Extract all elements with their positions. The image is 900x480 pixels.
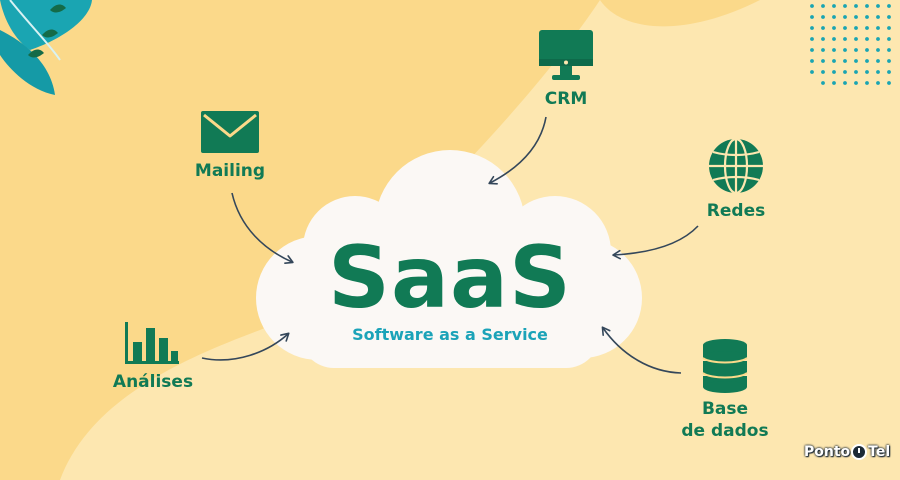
base-label-line2: de dados	[681, 421, 769, 441]
decor-dot	[832, 26, 836, 30]
decor-dot	[821, 70, 825, 74]
decor-dot	[887, 70, 891, 74]
decor-dot	[821, 59, 825, 63]
envelope-icon	[201, 111, 259, 153]
crm-label: CRM	[544, 89, 588, 109]
decor-dot	[887, 26, 891, 30]
decor-dot	[843, 59, 847, 63]
decor-dot	[887, 81, 891, 85]
decor-dot	[810, 26, 814, 30]
decor-dot	[887, 15, 891, 19]
decor-dot	[854, 15, 858, 19]
decor-dot	[876, 59, 880, 63]
redes-label: Redes	[706, 201, 766, 221]
decor-dot	[854, 59, 858, 63]
dot-grid-decoration	[810, 4, 891, 85]
decor-dot	[887, 59, 891, 63]
base-label-line1: Base	[701, 399, 749, 419]
decor-dot	[821, 37, 825, 41]
decor-dot	[810, 59, 814, 63]
decor-dot	[821, 81, 825, 85]
decor-dot	[876, 15, 880, 19]
decor-dot	[865, 59, 869, 63]
analises-label: Análises	[112, 372, 194, 392]
decor-dot	[810, 48, 814, 52]
decor-dot	[843, 15, 847, 19]
decor-dot	[876, 48, 880, 52]
decor-dot	[865, 48, 869, 52]
brand-text-part2: Tel	[868, 444, 891, 460]
decor-dot	[832, 59, 836, 63]
brand-text-part1: Ponto	[804, 444, 851, 460]
mailing-label: Mailing	[194, 161, 266, 181]
decor-dot	[854, 48, 858, 52]
arrow-base	[601, 326, 682, 374]
decor-dot	[854, 70, 858, 74]
decor-dot	[865, 15, 869, 19]
decor-dot	[810, 15, 814, 19]
decor-dot	[865, 26, 869, 30]
decor-dot	[876, 70, 880, 74]
decor-dot	[810, 70, 814, 74]
decor-dot	[876, 4, 880, 8]
brand-logo: Ponto Tel	[804, 441, 890, 463]
decor-dot	[854, 37, 858, 41]
clock-icon	[851, 444, 868, 460]
monitor-icon	[539, 30, 593, 80]
decor-dot	[821, 48, 825, 52]
decor-dot	[810, 4, 814, 8]
arrow-analises	[201, 332, 290, 361]
decor-dot	[821, 4, 825, 8]
decor-dot	[832, 81, 836, 85]
arrow-crm	[488, 116, 547, 185]
decor-dot	[876, 37, 880, 41]
cloud-shape	[256, 150, 642, 368]
decor-dot	[843, 26, 847, 30]
decor-dot	[887, 48, 891, 52]
arrow-redes	[612, 225, 699, 260]
decor-dot	[843, 70, 847, 74]
saas-title: SaaS	[328, 228, 572, 328]
decor-dot	[887, 4, 891, 8]
decor-dot	[887, 37, 891, 41]
decor-dot	[821, 15, 825, 19]
decor-dot	[854, 81, 858, 85]
decor-dot	[821, 26, 825, 30]
decor-dot	[854, 26, 858, 30]
decor-dot	[876, 26, 880, 30]
decor-dot	[865, 81, 869, 85]
decor-dot	[843, 81, 847, 85]
decor-dot	[810, 37, 814, 41]
decor-dot	[832, 4, 836, 8]
decor-dot	[832, 48, 836, 52]
decor-dot	[854, 4, 858, 8]
decor-dot	[843, 4, 847, 8]
decor-dot	[843, 48, 847, 52]
decor-dot	[832, 37, 836, 41]
arrow-mailing	[231, 192, 294, 265]
bar-chart-icon	[125, 322, 179, 364]
decor-dot	[843, 37, 847, 41]
decor-dot	[865, 4, 869, 8]
decor-dot	[832, 15, 836, 19]
database-icon	[702, 339, 748, 393]
decor-dot	[865, 70, 869, 74]
background-blob-top	[600, 0, 760, 27]
leaf-decoration	[0, 0, 92, 95]
saas-subtitle: Software as a Service	[352, 325, 548, 344]
decor-dot	[876, 81, 880, 85]
globe-icon	[709, 137, 763, 195]
decor-dot	[832, 70, 836, 74]
decor-dot	[865, 37, 869, 41]
